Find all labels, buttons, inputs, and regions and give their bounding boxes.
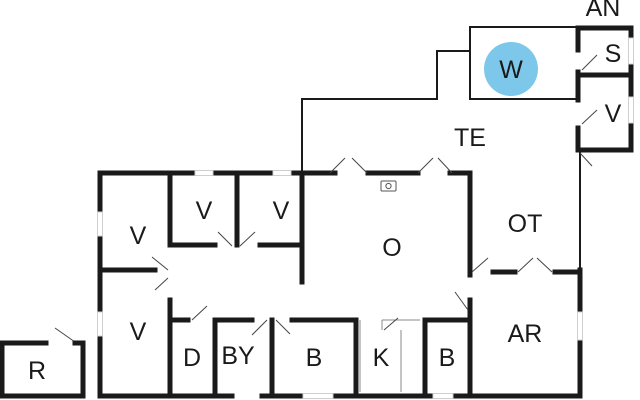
room-label-r: R — [28, 357, 46, 385]
outer-walls — [97, 170, 583, 399]
room-label-b-middle: B — [306, 344, 323, 372]
room-label-b-east: B — [439, 344, 456, 372]
room-label-ar: AR — [508, 320, 543, 348]
room-label-v-top-middle: V — [273, 197, 290, 225]
windows — [97, 37, 634, 399]
room-label-ot: OT — [508, 210, 543, 238]
room-label-v-top-left: V — [196, 197, 213, 225]
room-label-o: O — [382, 234, 401, 262]
door-swings — [54, 157, 553, 343]
terrace-outline — [301, 26, 581, 271]
room-label-te: TE — [454, 124, 486, 152]
room-label-k: K — [373, 344, 390, 372]
room-label-w: W — [499, 56, 523, 84]
room-label-s: S — [605, 40, 622, 68]
room-label-v-annex: V — [605, 100, 622, 128]
room-label-d: D — [183, 344, 201, 372]
stove-icon — [380, 180, 397, 192]
room-label-v-west-lower: V — [130, 318, 147, 346]
outbuilding-r-walls — [0, 340, 86, 399]
room-labels: AN S V W TE V V V V O OT AR D BY B K B R — [28, 0, 622, 385]
room-label-by: BY — [221, 342, 255, 370]
room-label-v-west-upper: V — [130, 222, 147, 250]
interior-walls — [97, 170, 473, 399]
room-label-an: AN — [586, 0, 621, 22]
whirlpool-circle — [484, 42, 538, 96]
